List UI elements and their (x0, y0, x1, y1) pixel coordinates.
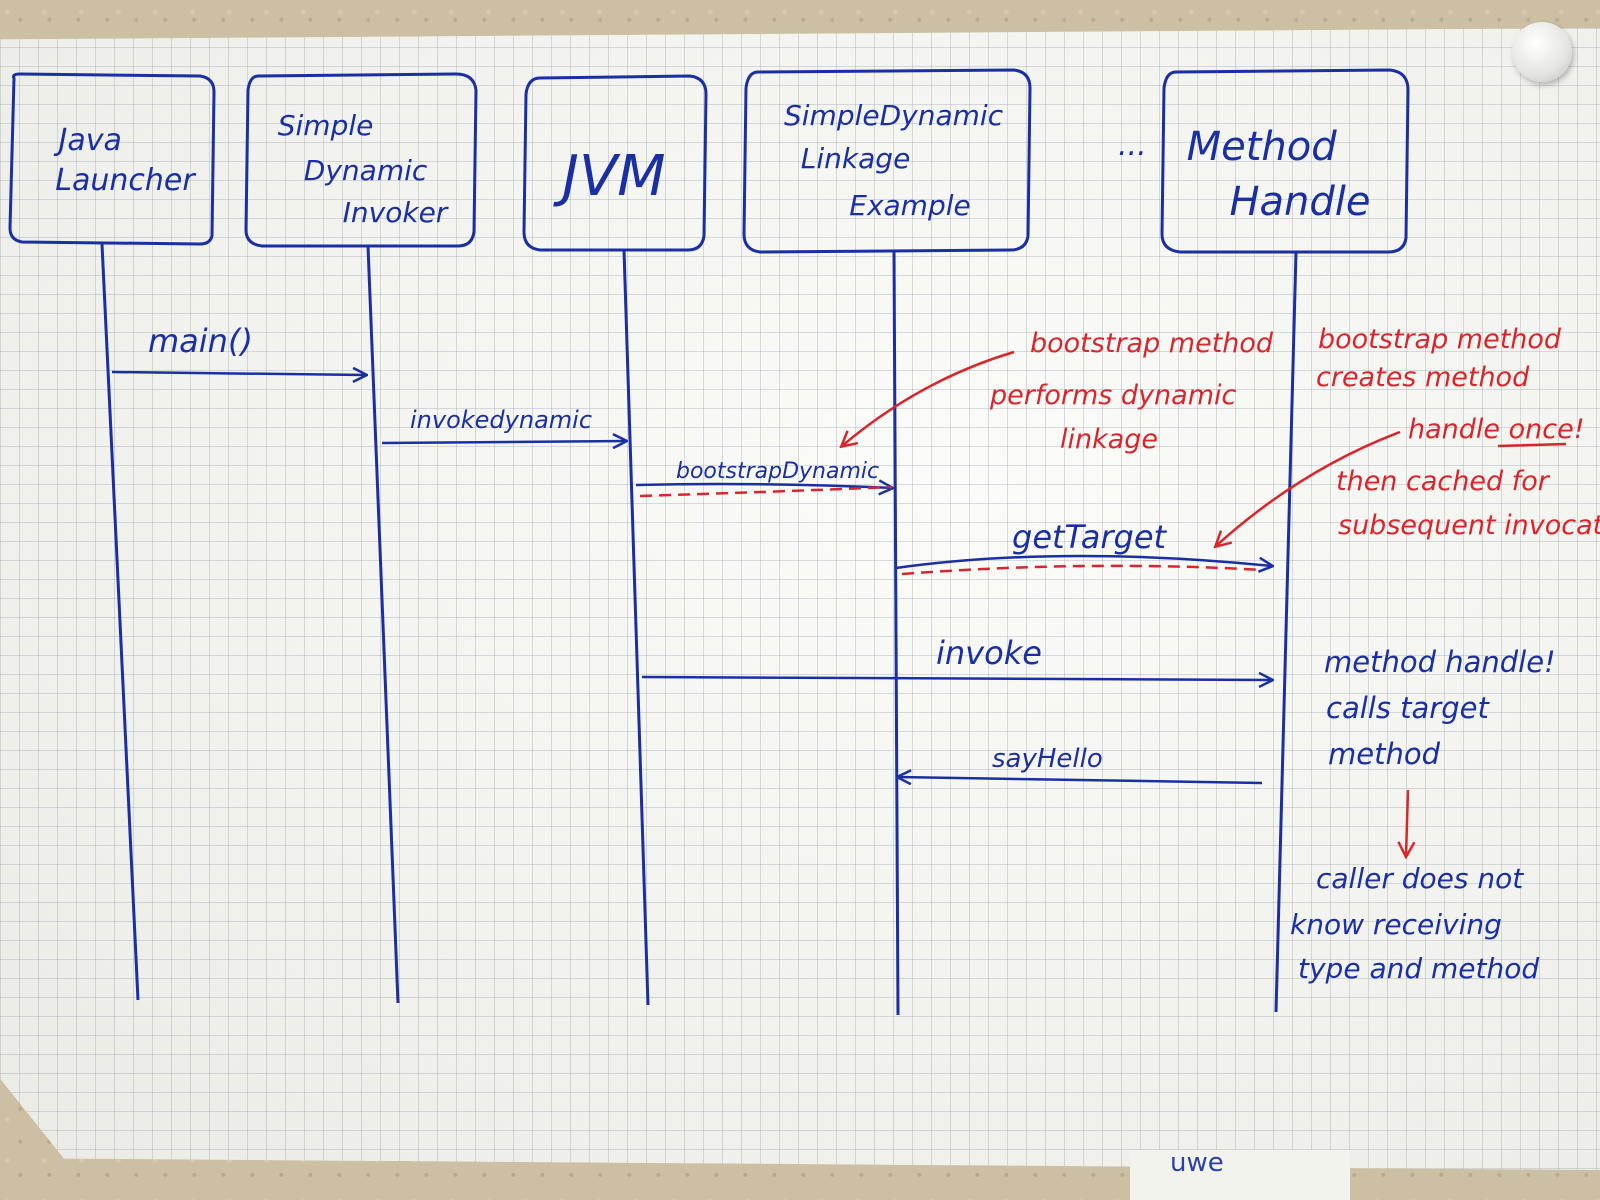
message-label-bootstrapdynamic: bootstrapDynamic (676, 459, 879, 484)
message-arrow-bootstrapdynamic (635, 484, 892, 488)
note-bootstrap-linkage: bootstrap method performs dynamic linkag… (842, 328, 1282, 455)
participant-label-line: Example (849, 189, 970, 222)
note-line: know receiving (1290, 908, 1502, 941)
lifelines (100, 243, 1298, 1016)
whiteboard-magnet (1512, 22, 1572, 82)
participant-label-line: Handle (1229, 179, 1370, 225)
message-arrow-invoke (641, 677, 1272, 680)
participant-box-handle: Method Handle (1160, 68, 1410, 254)
note-line: handle once! (1408, 414, 1585, 445)
cached-return-gettarget (901, 564, 1263, 576)
flipchart-paper (0, 28, 1600, 1170)
note-underline-once (1497, 442, 1567, 448)
message-label-invokedynamic: invokedynamic (410, 406, 592, 434)
participant-label-line: Invoker (343, 196, 449, 229)
message-label-main: main() (148, 322, 253, 360)
note-line: performs dynamic (989, 380, 1237, 411)
message-label-sayhello: sayHello (992, 744, 1103, 774)
lifeline-launcher (100, 243, 140, 1001)
message-label-invoke: invoke (936, 634, 1042, 672)
participant-box-jvm: JVM (522, 74, 708, 252)
participant-label-line: Dynamic (304, 154, 428, 187)
cached-return-bootstrapdynamic (639, 485, 893, 498)
underlying-sheet-text: uwe (1170, 1148, 1224, 1178)
participant-box-example: SimpleDynamic Linkage Example (742, 68, 1032, 254)
message-label-gettarget: getTarget (1012, 518, 1168, 556)
participants-ellipsis: ... (1118, 128, 1147, 163)
participant-box-invoker: Simple Dynamic Invoker (244, 72, 478, 248)
svg-text:bootstrap method creat: bootstrap method creates method handle o… (1316, 324, 1600, 541)
svg-text:SimpleDynamic Linkage: SimpleDynamic Linkage Example (784, 99, 1012, 222)
svg-text:method handle! calls t: method handle! calls target method (1324, 645, 1565, 771)
message-arrow-main (111, 372, 366, 375)
svg-text:Method Handle: Method Handle (1187, 124, 1371, 225)
note-line: method handle! (1324, 645, 1556, 679)
participant-label-line: JVM (552, 144, 665, 209)
message-arrow-gettarget (895, 554, 1272, 568)
participant-label-line: SimpleDynamic (784, 99, 1004, 132)
participant-label-line: Method (1187, 124, 1338, 170)
note-down-arrow (1406, 789, 1408, 856)
note-line: bootstrap method (1030, 328, 1274, 359)
note-line: method (1328, 737, 1441, 771)
svg-text:Simple Dynamic: Simple Dynamic Invoker (278, 109, 449, 229)
note-line: then cached for (1336, 466, 1551, 497)
lifeline-handle (1274, 251, 1298, 1013)
participant-label-line: Linkage (801, 142, 911, 175)
note-handle-calls: method handle! calls target method (1324, 645, 1565, 771)
lifeline-invoker (366, 245, 400, 1004)
note-line: subsequent invocation (1338, 510, 1600, 541)
lifeline-example (892, 249, 900, 1016)
message-arrow-sayhello (898, 777, 1263, 783)
svg-text:Java Launcher: Java Launcher (54, 123, 197, 198)
note-line: caller does not (1316, 862, 1524, 895)
note-line: linkage (1060, 424, 1158, 455)
note-line: bootstrap method (1318, 324, 1562, 355)
message-arrow-invokedynamic (381, 441, 626, 443)
note-pointer-arrow (842, 350, 1015, 446)
lifeline-jvm (622, 249, 650, 1006)
participant-label-line: Java (54, 123, 122, 158)
svg-text:caller does not know r: caller does not know receiving type and … (1290, 862, 1539, 985)
note-line: type and method (1298, 952, 1539, 985)
note-bootstrap-creates: bootstrap method creates method handle o… (1216, 324, 1600, 546)
participant-label-line: Simple (278, 109, 374, 142)
participant-box-launcher: Java Launcher (8, 72, 216, 246)
underlying-sheet (1130, 1150, 1350, 1200)
svg-text:bootstrap method perfo: bootstrap method performs dynamic linkag… (989, 328, 1282, 455)
note-line: calls target (1326, 691, 1490, 725)
note-line: creates method (1316, 362, 1530, 393)
participant-label-line: Launcher (55, 163, 196, 198)
note-pointer-arrow (1216, 430, 1401, 546)
note-caller-unaware: caller does not know receiving type and … (1290, 862, 1539, 985)
